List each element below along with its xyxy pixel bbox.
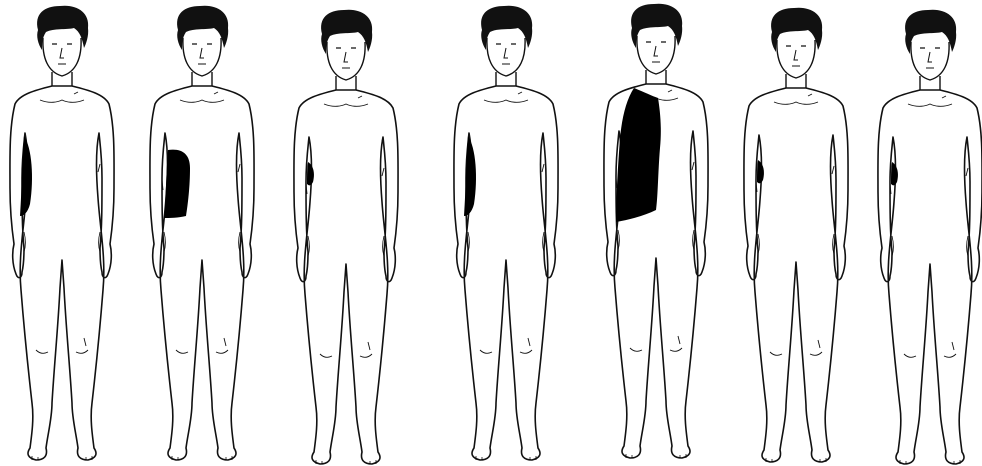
body-figure-5: [604, 4, 708, 458]
body-figure-3: [294, 10, 398, 464]
body-figure-2: [150, 6, 254, 460]
body-figure-6: [744, 8, 848, 462]
body-figure-1: [10, 6, 114, 460]
body-outline: [294, 10, 398, 464]
figure-panels: [10, 4, 982, 464]
body-figure-4: [454, 6, 558, 460]
body-outline: [604, 4, 708, 458]
body-outline: [150, 6, 254, 460]
body-figure-7: [878, 10, 982, 464]
body-outline: [878, 10, 982, 464]
body-outline: [744, 8, 848, 462]
body-outline: [10, 6, 114, 460]
affected-area-shading: [164, 150, 190, 218]
body-outline: [454, 6, 558, 460]
